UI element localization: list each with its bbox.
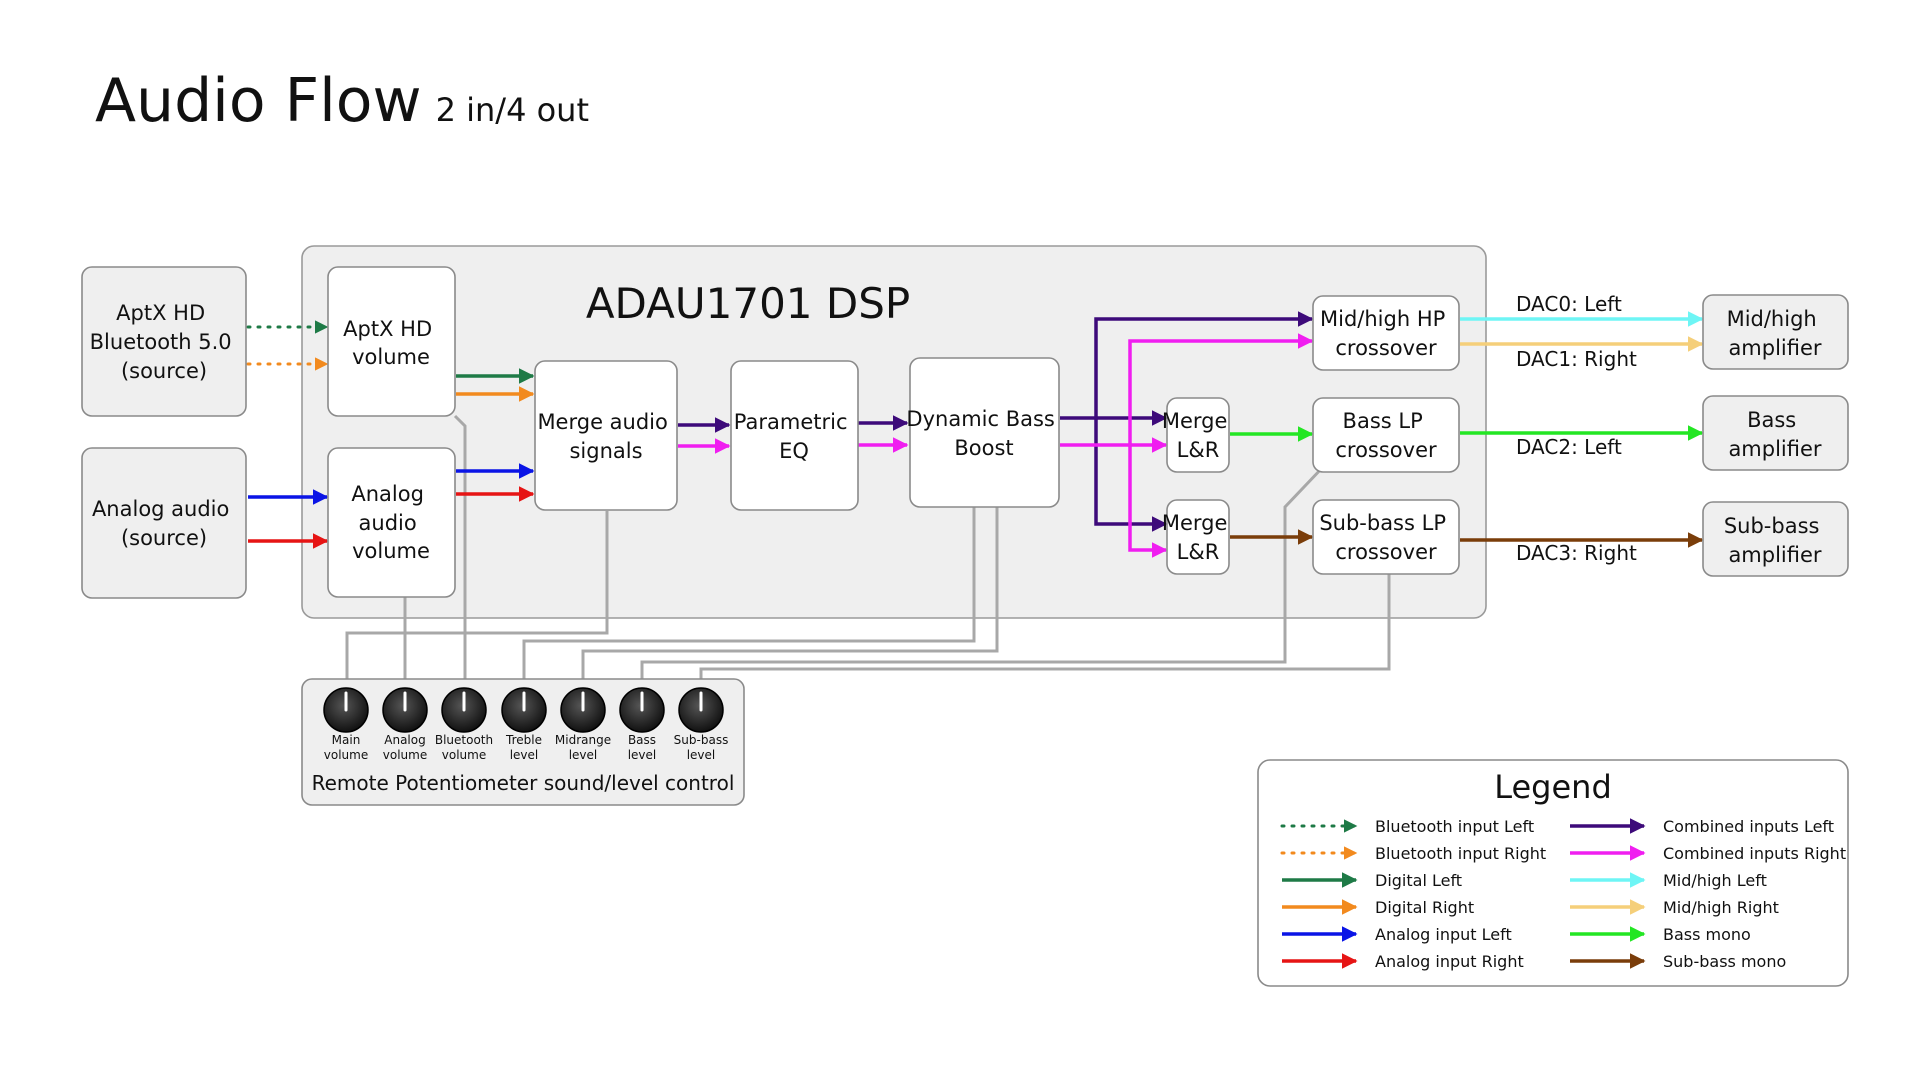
dsp-container: ADAU1701 DSP: [301, 245, 1487, 619]
subbass-amp-box: Sub-bass amplifier: [1702, 501, 1849, 577]
dac3-label: DAC3: Right: [1516, 541, 1637, 565]
analog-volume-label: Analog audio volume: [351, 482, 430, 563]
bass-crossover-block: Bass LP crossover: [1312, 397, 1460, 473]
title-main: Audio Flow: [95, 66, 422, 136]
analog-volume-block: Analog audio volume: [327, 447, 456, 598]
legend-item-bluetooth-right: Bluetooth input Right: [1280, 844, 1546, 863]
svg-text:Combined inputs Left: Combined inputs Left: [1663, 817, 1834, 836]
parametric-eq-label: Parametric EQ: [734, 410, 854, 463]
midhigh-amp-box: Mid/high amplifier: [1702, 294, 1849, 370]
merge-audio-block: Merge audio signals: [534, 360, 678, 511]
legend-item-combined-right: Combined inputs Right: [1570, 844, 1846, 863]
analog-source-box: Analog audio (source): [81, 447, 247, 599]
svg-text:Mid/high Right: Mid/high Right: [1663, 898, 1779, 917]
legend-item-bluetooth-left: Bluetooth input Left: [1280, 817, 1534, 836]
legend-item-subbass-mono: Sub-bass mono: [1570, 952, 1786, 971]
page-title: Audio Flow 2 in/4 out: [95, 66, 589, 136]
dac2-label: DAC2: Left: [1516, 435, 1622, 459]
subbass-crossover-block: Sub-bass LP crossover: [1312, 499, 1460, 575]
svg-text:Mid/high Left: Mid/high Left: [1663, 871, 1767, 890]
legend-item-midhigh-left: Mid/high Left: [1570, 871, 1767, 890]
merge-lr-top-label: Merge L&R: [1162, 409, 1234, 462]
title-subtitle: 2 in/4 out: [435, 91, 589, 129]
svg-text:Digital Left: Digital Left: [1375, 871, 1462, 890]
legend-title: Legend: [1494, 768, 1612, 806]
svg-text:Bluetooth input Left: Bluetooth input Left: [1375, 817, 1534, 836]
merge-lr-bottom-block: Merge L&R: [1162, 499, 1234, 575]
bass-amp-box: Bass amplifier: [1702, 395, 1849, 471]
bass-amp-label: Bass amplifier: [1728, 408, 1821, 461]
svg-text:Sub-bass mono: Sub-bass mono: [1663, 952, 1786, 971]
svg-text:Bass mono: Bass mono: [1663, 925, 1751, 944]
legend-item-analog-right: Analog input Right: [1282, 952, 1524, 971]
control-lines: [345, 414, 1391, 690]
midhigh-crossover-block: Mid/high HP crossover: [1312, 295, 1460, 371]
merge-audio-label: Merge audio signals: [537, 410, 674, 463]
parametric-eq-block: Parametric EQ: [730, 360, 859, 511]
aptx-source-label: AptX HD Bluetooth 5.0 (source): [90, 301, 239, 383]
dsp-label: ADAU1701 DSP: [586, 279, 910, 328]
svg-text:Bluetooth input Right: Bluetooth input Right: [1375, 844, 1546, 863]
subbass-crossover-label: Sub-bass LP crossover: [1319, 511, 1452, 564]
legend-item-combined-left: Combined inputs Left: [1570, 817, 1834, 836]
midhigh-amp-label: Mid/high amplifier: [1727, 307, 1824, 360]
signal-lines: [246, 311, 1704, 558]
dac0-label: DAC0: Left: [1516, 292, 1622, 316]
dynamic-bass-label: Dynamic Bass Boost: [906, 407, 1061, 460]
midhigh-crossover-label: Mid/high HP crossover: [1320, 307, 1452, 360]
svg-text:Digital Right: Digital Right: [1375, 898, 1474, 917]
legend-item-digital-left: Digital Left: [1282, 871, 1462, 890]
aptx-volume-block: AptX HD volume: [327, 266, 456, 417]
aptx-source-box: AptX HD Bluetooth 5.0 (source): [81, 266, 247, 417]
legend-item-midhigh-right: Mid/high Right: [1570, 898, 1779, 917]
dac1-label: DAC1: Right: [1516, 347, 1637, 371]
subbass-amp-label: Sub-bass amplifier: [1724, 514, 1826, 567]
merge-lr-bottom-label: Merge L&R: [1162, 511, 1234, 564]
legend: Legend Bluetooth input Left Bluetooth in…: [1257, 759, 1849, 987]
svg-text:Analog input Right: Analog input Right: [1375, 952, 1524, 971]
bass-crossover-label: Bass LP crossover: [1335, 409, 1437, 462]
svg-text:Combined inputs Right: Combined inputs Right: [1663, 844, 1846, 863]
control-panel-title: Remote Potentiometer sound/level control: [312, 771, 735, 795]
analog-source-label: Analog audio (source): [92, 497, 236, 550]
merge-lr-top-block: Merge L&R: [1162, 397, 1234, 473]
aptx-volume-label: AptX HD volume: [343, 317, 439, 369]
legend-item-digital-right: Digital Right: [1282, 898, 1474, 917]
svg-text:Analog input Left: Analog input Left: [1375, 925, 1512, 944]
legend-item-bass-mono: Bass mono: [1570, 925, 1751, 944]
dynamic-bass-block: Dynamic Bass Boost: [906, 357, 1061, 508]
legend-item-analog-left: Analog input Left: [1282, 925, 1512, 944]
